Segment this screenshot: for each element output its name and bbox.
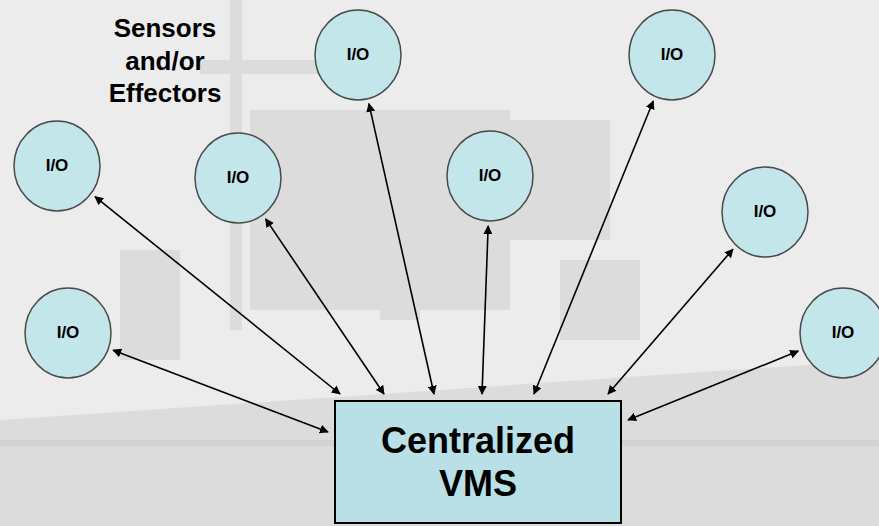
double-arrow <box>113 350 328 432</box>
io-circle: I/O <box>446 130 534 222</box>
io-label: I/O <box>479 166 502 186</box>
double-arrow <box>95 197 340 394</box>
system-box: Centralized VMS <box>334 400 622 524</box>
double-arrow <box>608 249 733 394</box>
io-label: I/O <box>661 45 684 65</box>
io-label: I/O <box>347 45 370 65</box>
io-circle: I/O <box>314 9 402 101</box>
io-label: I/O <box>57 323 80 343</box>
group-label: Sensors and/or Effectors <box>80 12 250 110</box>
double-arrow <box>628 351 798 420</box>
double-arrow <box>266 219 384 394</box>
io-circle: I/O <box>24 287 112 379</box>
io-label: I/O <box>832 323 855 343</box>
io-circle: I/O <box>628 9 716 101</box>
double-arrow <box>369 104 434 394</box>
box-title: Centralized VMS <box>363 419 593 505</box>
double-arrow <box>534 101 653 394</box>
io-circle: I/O <box>721 166 809 258</box>
io-label: I/O <box>227 168 250 188</box>
io-circle: I/O <box>799 287 879 379</box>
io-circle: I/O <box>13 120 101 212</box>
io-circle: I/O <box>194 132 282 224</box>
io-label: I/O <box>46 156 69 176</box>
double-arrow <box>482 226 488 394</box>
io-label: I/O <box>754 202 777 222</box>
